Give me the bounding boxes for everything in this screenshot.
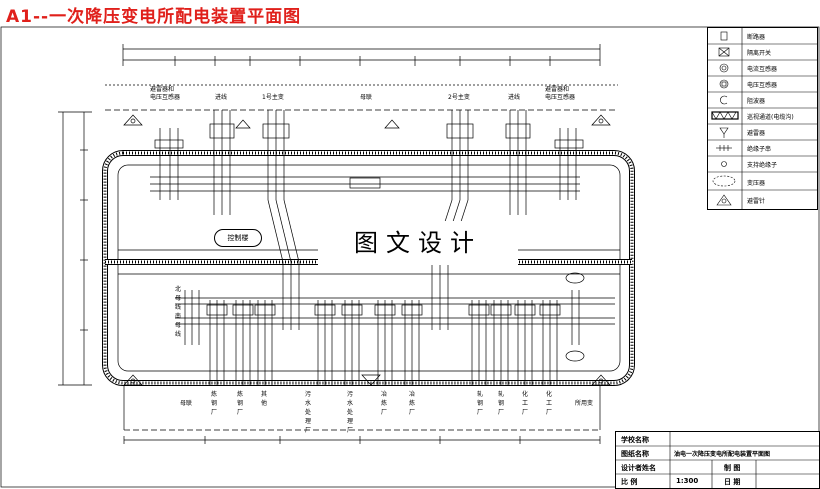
cable-trench-outer [102, 150, 635, 386]
feeder-label: 化工厂 [545, 391, 552, 416]
designer-label: 设计者姓名 [621, 464, 656, 472]
cable-trench-icon [710, 108, 742, 124]
feeder-label: 其他 [260, 391, 267, 407]
legend-label: 电压互感器 [747, 82, 778, 89]
label-transformer-2: 2号主变 [448, 94, 470, 101]
label-transformer-1: 1号主变 [262, 94, 284, 101]
incoming-bays [154, 110, 584, 215]
legend-label: 隔离开关 [747, 50, 772, 57]
legend-label: 断路器 [747, 34, 766, 41]
feeder-label: 冶炼厂 [408, 391, 415, 416]
school-label: 学校名称 [621, 436, 649, 444]
feeder-label: 炼钢厂 [210, 391, 217, 416]
current-transformer-icon [710, 60, 742, 76]
feeder-label: 轧钢厂 [497, 391, 504, 416]
legend-label: 绝缘子串 [747, 146, 772, 153]
date-label: 日 期 [724, 478, 741, 486]
feeder-label: 炼钢厂 [236, 391, 243, 416]
feeder-label-house: 所用变 [575, 400, 594, 407]
bus-label-north: 北 母 线 南 母 线 [174, 285, 182, 339]
breaker-icon [710, 28, 742, 44]
bus-label-char: 母 [174, 322, 181, 329]
control-building: 控制楼 [214, 229, 262, 247]
bus-label-char: 母 [174, 295, 181, 302]
legend-label: 避雷器 [747, 130, 766, 137]
label-incoming-line-2: 进线 [508, 94, 521, 101]
transformer-icon [710, 174, 742, 190]
feeder-label: 冶炼厂 [380, 391, 387, 416]
disconnector-icon [710, 44, 742, 60]
label-bus-tie-top: 母联 [360, 94, 373, 101]
insulator-string-icon [710, 140, 742, 156]
bus-label-char: 北 [174, 286, 181, 293]
post-insulator-icon [710, 156, 742, 172]
label-left-arrester: 避雷器和 电压互感器 [150, 86, 181, 101]
drawing-title: A1--一次降压变电所配电装置平面图 [6, 7, 302, 27]
legend-label: 变压器 [747, 180, 766, 187]
lightning-rod-icon [123, 114, 611, 386]
arrester-icon [710, 124, 742, 140]
label-right-arrester: 避雷器和 电压互感器 [545, 86, 576, 101]
scale-label: 比 例 [621, 478, 638, 486]
title-block-grid [616, 432, 819, 488]
watermark: 图文设计 [318, 221, 518, 265]
legend-label: 避雷针 [747, 198, 766, 205]
drawn-label: 制 图 [724, 464, 741, 472]
reactor-icon [710, 92, 742, 108]
feeder-label: 污水处理厂 [346, 391, 353, 434]
scale-value: 1:300 [676, 477, 699, 485]
legend-grid [708, 28, 817, 209]
legend-label: 巡视通道(电缆沟) [747, 114, 794, 121]
bus-label-char: 线 [174, 331, 181, 338]
bus-label-char: 南 [174, 313, 181, 320]
bus-label-char: 线 [174, 304, 181, 311]
drawing-name-label: 图纸名称 [621, 450, 649, 458]
voltage-transformer-icon [710, 76, 742, 92]
lightning-rod-icon [710, 192, 742, 208]
page-border [0, 26, 820, 488]
feeder-label-bus-tie: 母联 [180, 400, 193, 407]
title-block: 学校名称 图纸名称 油电一次降压变电所配电装置平面图 设计者姓名 制 图 比 例… [615, 431, 820, 489]
feeder-label: 轧钢厂 [476, 391, 483, 416]
feeder-label: 污水处理厂 [304, 391, 311, 434]
drawing-name-value: 油电一次降压变电所配电装置平面图 [674, 451, 771, 458]
feeder-bays [184, 272, 585, 385]
legend-label: 阻波器 [747, 98, 766, 105]
legend-label: 支持绝缘子 [747, 162, 778, 169]
legend: 断路器 隔离开关 电流互感器 电压互感器 阻波器 巡视通道(电缆沟) 避雷器 绝… [707, 27, 818, 210]
legend-label: 电流互感器 [747, 66, 778, 73]
label-incoming-line-1: 进线 [215, 94, 228, 101]
feeder-label: 化工厂 [521, 391, 528, 416]
